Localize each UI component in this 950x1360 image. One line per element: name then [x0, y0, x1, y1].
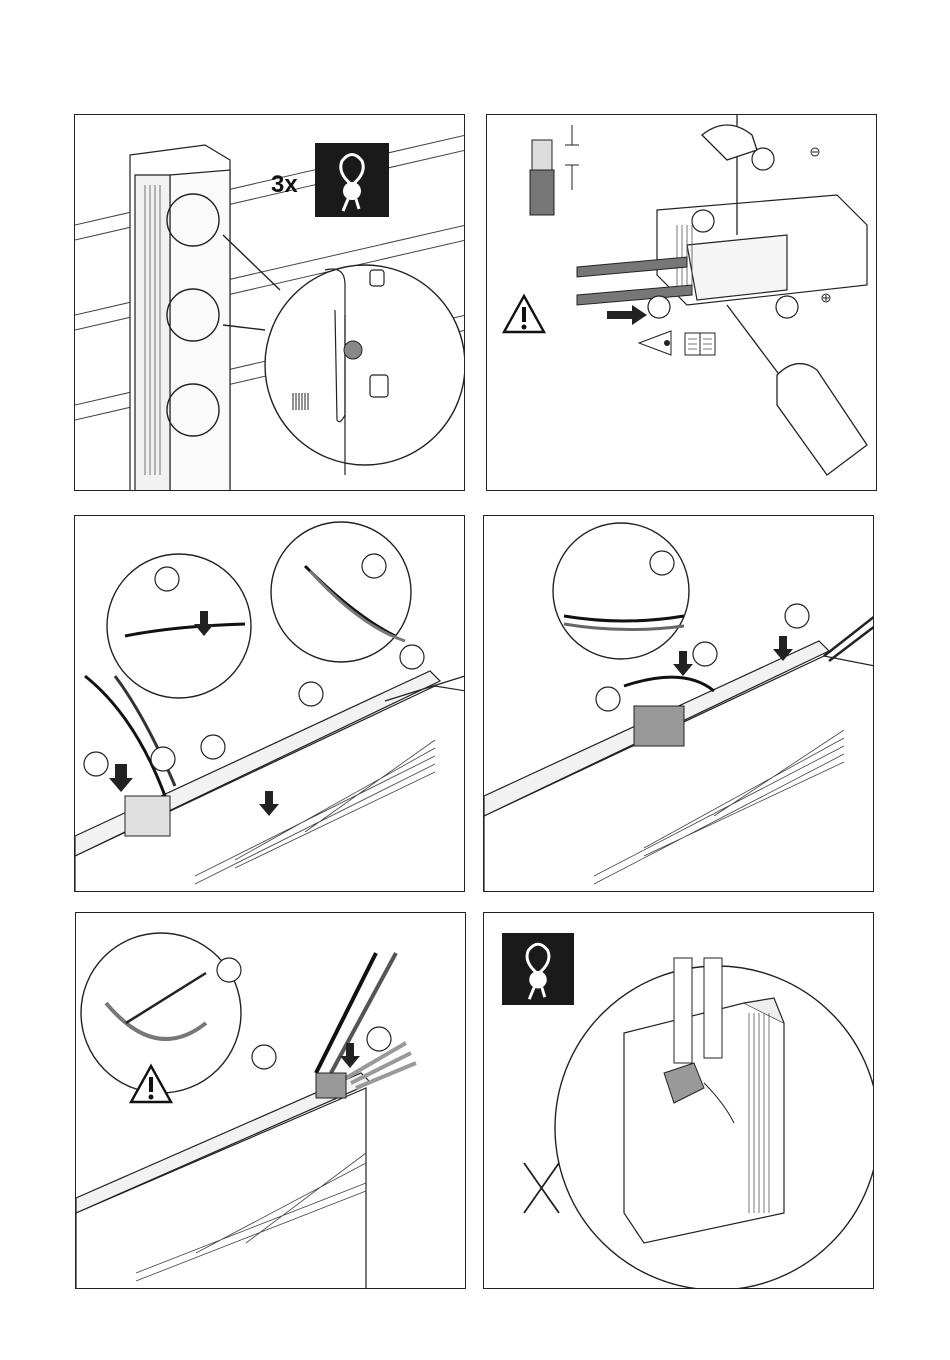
fuse-column-drawing [75, 115, 465, 491]
busbar-wiring-drawing-2 [484, 516, 874, 892]
step-panel-2 [486, 114, 877, 491]
multiplier-label: 3x [271, 171, 298, 199]
push-arrow [607, 305, 647, 325]
step-panel-1: 3x [74, 114, 465, 491]
tamper-seal-icon [315, 143, 389, 217]
warning-icon [501, 293, 547, 335]
no-cutting-icon [524, 1163, 559, 1213]
step-panel-5 [75, 912, 466, 1289]
step-panel-3 [74, 515, 465, 892]
busbar-wiring-drawing [75, 516, 465, 892]
sealed-fuse-drawing [484, 913, 874, 1289]
read-manual-icon [637, 329, 717, 357]
step-panel-6 [483, 912, 874, 1289]
warning-icon [128, 1063, 174, 1105]
step-panel-4 [483, 515, 874, 892]
seal-ball [344, 341, 362, 359]
